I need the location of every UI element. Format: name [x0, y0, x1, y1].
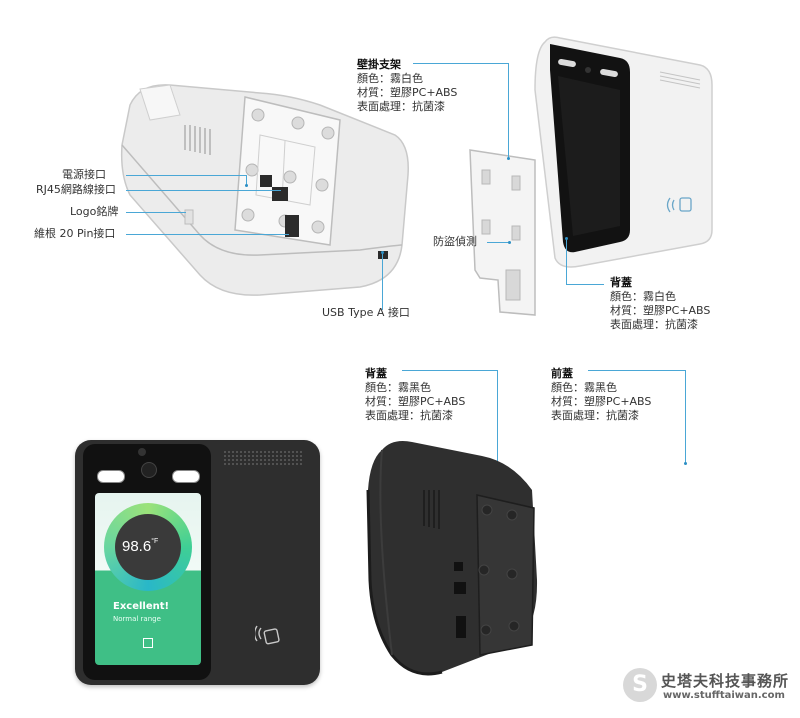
leader-line-usb — [382, 252, 383, 310]
leader-line-logo — [126, 212, 186, 213]
anti-theft-label: 防盜偵測 — [433, 235, 477, 248]
leader-line-bracket-v — [508, 63, 509, 158]
leader-dot — [381, 251, 384, 254]
white-back-cover-material: 材質：塑膠PC+ABS — [610, 304, 711, 317]
ir-light-left — [97, 470, 125, 483]
wall-bracket-material: 材質：塑膠PC+ABS — [357, 86, 458, 99]
black-front-cover-title: 前蓋 — [551, 367, 573, 380]
status-text: Excellent! — [113, 601, 170, 612]
leader-line-bracket — [413, 63, 508, 64]
wiegand-20pin-label: 維根 20 Pin接口 — [34, 227, 116, 240]
white-back-cover-color: 顏色：霧白色 — [610, 290, 676, 303]
usb-type-a-label: USB Type A 接口 — [322, 306, 410, 319]
black-front-cover-material: 材質：塑膠PC+ABS — [551, 395, 652, 408]
black-back-cover-color: 顏色：霧黑色 — [365, 381, 431, 394]
camera-dot — [138, 448, 146, 456]
leader-line-black-front-v — [685, 370, 686, 463]
camera-lens — [141, 462, 157, 478]
leader-dot — [245, 184, 248, 187]
leader-line-anti-theft — [487, 242, 509, 243]
wall-bracket-title: 壁掛支架 — [357, 58, 401, 71]
watermark-name: 史塔夫科技事務所 — [661, 672, 790, 690]
leader-line-black-front — [588, 370, 685, 371]
wall-bracket-finish: 表面處理：抗菌漆 — [357, 100, 445, 113]
black-back-cover-title: 背蓋 — [365, 367, 387, 380]
black-back-cover-finish: 表面處理：抗菌漆 — [365, 409, 453, 422]
leader-dot — [684, 462, 687, 465]
white-device-back-image — [120, 84, 409, 296]
range-text: Normal range — [113, 615, 161, 623]
rj45-port-label: RJ45網路線接口 — [36, 183, 116, 196]
wall-bracket-color: 顏色：霧白色 — [357, 72, 423, 85]
device-screen: 98.6°F Excellent! Normal range — [95, 493, 201, 665]
watermark-logo-icon: S — [623, 668, 657, 702]
qr-icon — [143, 638, 153, 648]
watermark-url: www.stufftaiwan.com — [663, 690, 785, 701]
leader-line-power-v — [246, 175, 247, 185]
black-device-front: 98.6°F Excellent! Normal range — [75, 440, 320, 685]
leader-dot — [565, 237, 568, 240]
temperature-value: 98.6°F — [122, 538, 159, 555]
leader-line-power — [126, 175, 246, 176]
leader-line-20pin — [126, 234, 289, 235]
power-port-label: 電源接口 — [62, 168, 106, 181]
ir-light-right — [172, 470, 200, 483]
black-front-cover-color: 顏色：霧黑色 — [551, 381, 617, 394]
white-back-cover-title: 背蓋 — [610, 276, 632, 289]
black-back-cover-material: 材質：塑膠PC+ABS — [365, 395, 466, 408]
nfc-icon — [255, 625, 280, 645]
leader-dot — [508, 241, 511, 244]
white-back-cover-finish: 表面處理：抗菌漆 — [610, 318, 698, 331]
leader-dot — [507, 157, 510, 160]
leader-line-black-back-v — [497, 370, 498, 467]
logo-plate-label: Logo銘牌 — [70, 205, 119, 218]
leader-line-back-cover — [566, 238, 567, 284]
white-device-front-image — [469, 36, 713, 316]
leader-line-rj45 — [126, 190, 281, 191]
black-front-cover-finish: 表面處理：抗菌漆 — [551, 409, 639, 422]
leader-line-back-cover-h — [566, 284, 604, 285]
leader-line-black-back — [402, 370, 497, 371]
speaker-grille — [223, 450, 303, 466]
temperature-dial — [115, 514, 181, 580]
black-device-back-image — [366, 441, 538, 676]
